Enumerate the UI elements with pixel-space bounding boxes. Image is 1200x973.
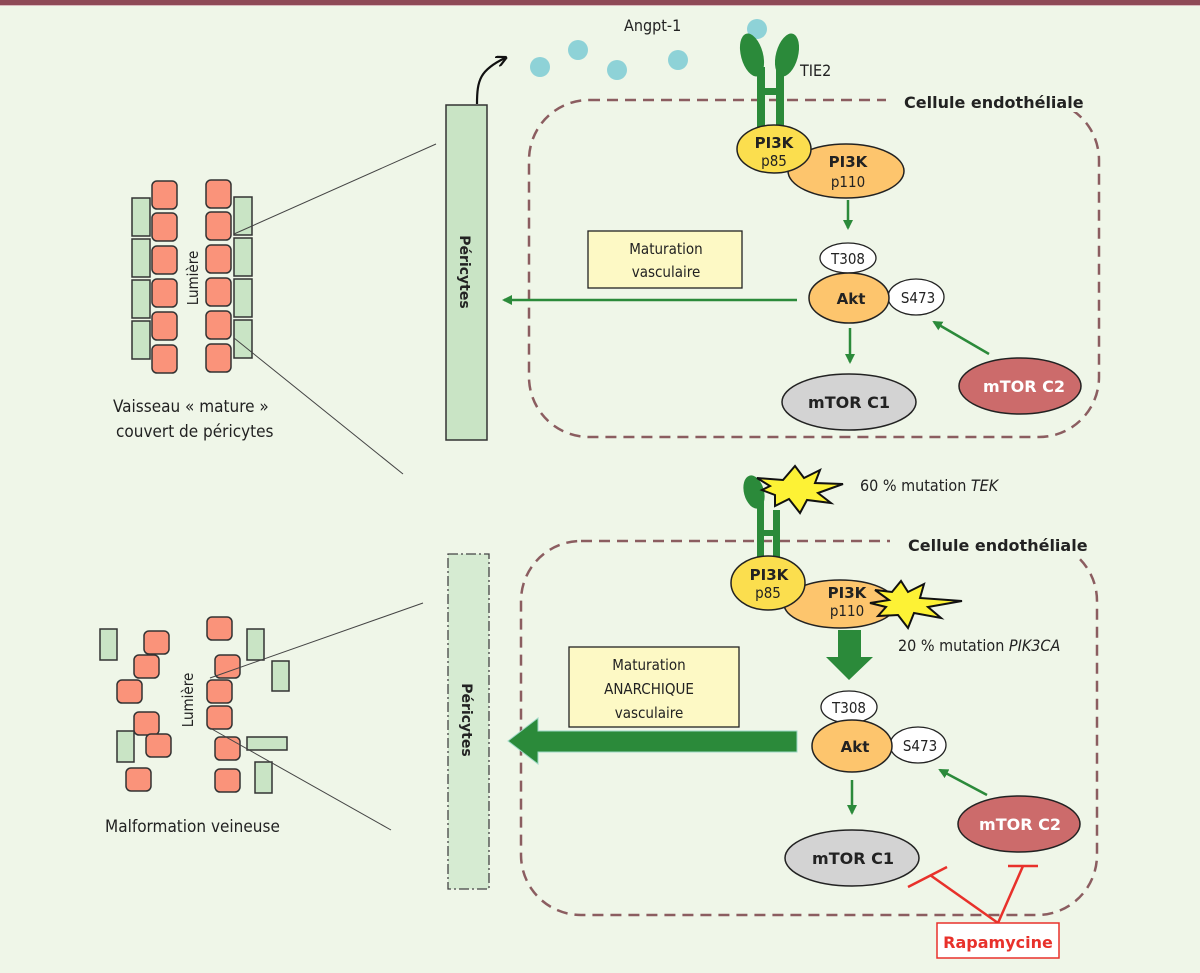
vessel-caption-line2: couvert de péricytes (116, 422, 274, 442)
cell-membrane (527, 98, 1101, 439)
top-panel: Lumière Vaisseau « mature » couvert de p… (113, 16, 1101, 475)
secretion-arrow (475, 58, 505, 105)
mtorc1-label: mTOR C1 (808, 393, 890, 412)
label-mask (886, 86, 1086, 112)
angpt1-ligands (530, 19, 767, 80)
mature-vessel: Lumière (131, 179, 253, 374)
pericytes-scattered (99, 628, 290, 794)
maturation-line1: Maturation (629, 240, 702, 258)
bottom-panel: Lumière Malformation veineuse Péricytes … (99, 464, 1099, 959)
pi3k-p85-name: PI3K (755, 134, 795, 152)
rapamycin-box (936, 922, 1060, 959)
pik3ca-mutation-label: 20 % mutation PIK3CA (898, 636, 1060, 655)
akt-label: Akt (837, 290, 866, 308)
pericytes-label: Péricytes (456, 235, 472, 308)
pi3k-p85-sub: p85 (755, 584, 781, 602)
cell-membrane (519, 539, 1099, 917)
maturation-box (568, 646, 740, 728)
pericytes-left (131, 197, 151, 360)
mtorc2 (957, 795, 1081, 853)
t308-label: T308 (830, 250, 865, 268)
mtorc1 (781, 373, 917, 431)
pi3k-p110-name: PI3K (828, 584, 868, 602)
receptor-label: TIE2 (799, 61, 831, 80)
pericytes-label: Péricytes (458, 683, 474, 756)
zoom-line (233, 143, 437, 235)
mtorc1 (784, 829, 920, 887)
mtorc2-label: mTOR C2 (983, 377, 1065, 396)
maturation-line1: Maturation (612, 656, 685, 674)
cell-label: Cellule endothéliale (908, 536, 1088, 555)
ligand-label: Angpt-1 (624, 16, 681, 35)
mutation-star-pik3ca (869, 579, 963, 631)
strong-activation-arrow (826, 630, 873, 680)
mtorc1-label: mTOR C1 (812, 849, 894, 868)
malformed-vessel: Lumière (99, 616, 290, 794)
cell-label: Cellule endothéliale (904, 93, 1084, 112)
tie2-receptor-mutated (743, 475, 780, 570)
s473-label: S473 (903, 737, 937, 755)
endothelial-cells-left (151, 180, 178, 374)
s473-label: S473 (901, 289, 935, 307)
pi3k-p110-sub: p110 (831, 173, 865, 191)
maturation-box (587, 230, 743, 289)
pericytes-bar-disorganized (447, 553, 490, 890)
pi3k-p85 (736, 124, 812, 174)
zoom-line (233, 337, 404, 475)
tie2-receptor (739, 33, 800, 137)
akt (811, 719, 893, 773)
maturation-line2: vasculaire (632, 263, 701, 281)
mutation-star-tek (756, 464, 844, 515)
maturation-line3: vasculaire (615, 704, 684, 722)
vessel-caption-line1: Vaisseau « mature » (113, 397, 269, 417)
endothelial-cells-scattered (116, 616, 241, 793)
pi3k-p110-name: PI3K (829, 153, 869, 171)
akt-label: Akt (841, 738, 870, 756)
mtorc2-label: mTOR C2 (979, 815, 1061, 834)
top-border (0, 0, 1200, 6)
pi3k-p85-name: PI3K (750, 566, 790, 584)
pi3k-p110-sub: p110 (830, 602, 864, 620)
rapamycin-inhibition (907, 864, 1038, 925)
pericytes-bar (445, 104, 488, 441)
malformation-caption: Malformation veineuse (105, 817, 280, 837)
lumen-label: Lumière (184, 251, 202, 306)
label-mask (890, 528, 1090, 556)
pi3k-p85 (730, 555, 806, 611)
akt (808, 272, 890, 324)
pericytes-right (233, 196, 253, 359)
mtorc2 (958, 357, 1082, 415)
t308-label: T308 (831, 699, 866, 717)
maturation-line2: ANARCHIQUE (604, 680, 694, 698)
activation-arrow (932, 320, 990, 356)
lumen-label: Lumière (179, 673, 197, 728)
endothelial-cells-right (205, 179, 232, 373)
rapamycin-label: Rapamycine (943, 933, 1053, 952)
anarchic-maturation-arrow (507, 716, 798, 766)
pi3k-p85-sub: p85 (761, 152, 787, 170)
zoom-line (209, 602, 424, 679)
zoom-line (209, 727, 392, 831)
tek-mutation-label: 60 % mutation TEK (860, 476, 1000, 495)
activation-arrow (938, 768, 988, 797)
